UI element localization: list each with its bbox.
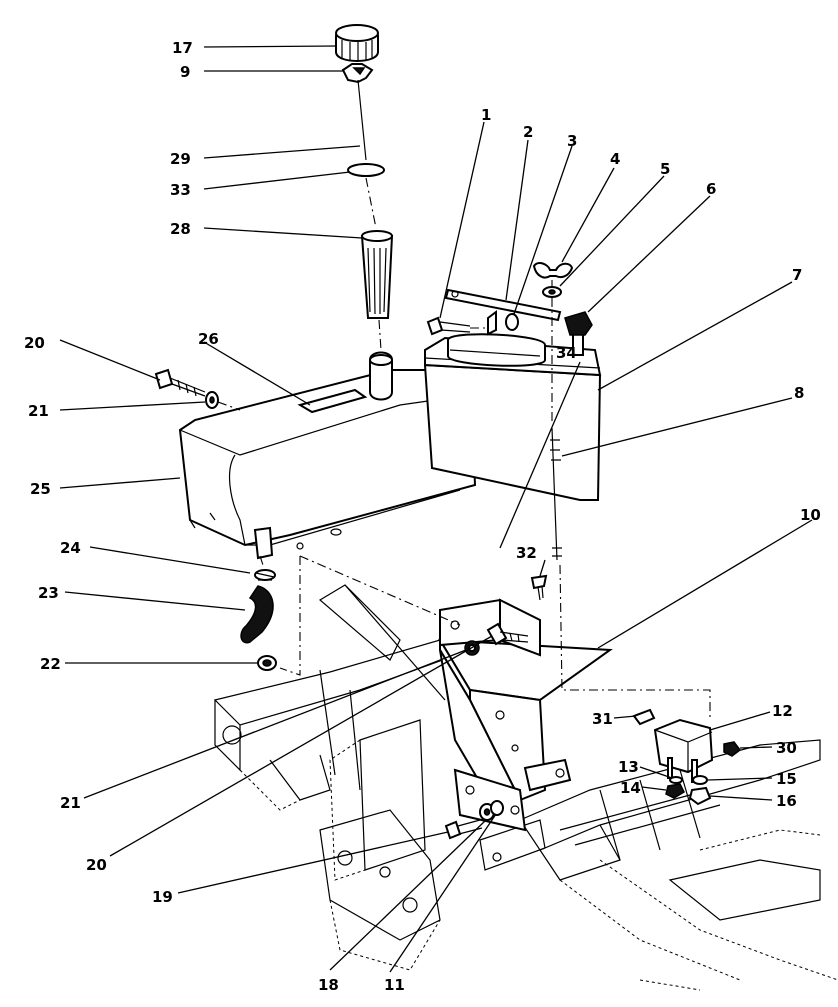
carriage-bolt-19 xyxy=(444,819,483,840)
battery-spacer xyxy=(505,313,519,331)
callout-23: 23 xyxy=(38,584,59,602)
lock-nut-30 xyxy=(723,741,742,757)
hold-down-bar xyxy=(444,288,562,322)
battery-support-bracket xyxy=(438,598,613,832)
centerline-tank-hardware xyxy=(259,555,461,676)
callout-30: 30 xyxy=(776,739,797,757)
callout-17: 17 xyxy=(172,39,193,57)
wing-nut xyxy=(532,262,574,279)
callout-labels: 17 9 29 33 28 1 2 3 4 5 6 7 8 10 20 21 2… xyxy=(24,39,821,994)
fuel-gauge-rod xyxy=(357,79,367,161)
fuel-filter-screen xyxy=(360,230,394,319)
callout-14: 14 xyxy=(620,779,641,797)
callout-32: 32 xyxy=(516,544,537,562)
callout-10: 10 xyxy=(800,506,821,524)
flat-washer xyxy=(542,286,562,298)
callout-9: 9 xyxy=(180,63,190,81)
tank-washer xyxy=(205,391,219,409)
callout-20-top: 20 xyxy=(24,334,45,352)
callout-2: 2 xyxy=(523,123,533,141)
centerline-filler xyxy=(365,177,382,351)
solenoid-bracket xyxy=(632,708,656,726)
battery xyxy=(423,332,602,501)
tank-bolt xyxy=(154,368,206,397)
fuel-cap xyxy=(335,24,379,62)
callout-4: 4 xyxy=(610,150,620,168)
callout-5: 5 xyxy=(660,160,670,178)
nut-16 xyxy=(688,786,712,806)
fuel-line-clamp xyxy=(254,569,276,581)
centerline-battery xyxy=(551,280,711,720)
callout-18: 18 xyxy=(318,976,339,994)
callout-20-bottom: 20 xyxy=(86,856,107,874)
lock-washer-13 xyxy=(669,776,683,784)
lock-washer-15 xyxy=(692,775,708,785)
callout-6: 6 xyxy=(706,180,716,198)
callout-26: 26 xyxy=(198,330,219,348)
carriage-bolt xyxy=(426,316,471,336)
bracket-bolt xyxy=(486,622,529,646)
callout-15: 15 xyxy=(776,770,797,788)
hold-down-rod xyxy=(550,427,562,561)
starter-solenoid xyxy=(653,718,714,783)
callout-29: 29 xyxy=(170,150,191,168)
cap-gasket xyxy=(341,63,374,84)
callout-34: 34 xyxy=(556,344,577,362)
callout-16: 16 xyxy=(776,792,797,810)
hold-down-clip xyxy=(487,310,497,336)
callout-21-top: 21 xyxy=(28,402,49,420)
callout-1: 1 xyxy=(481,106,491,124)
callout-12: 12 xyxy=(772,702,793,720)
battery-terminal-boot xyxy=(564,311,593,336)
callout-19: 19 xyxy=(152,888,173,906)
callout-3: 3 xyxy=(567,132,577,150)
fuel-shutoff-grommet xyxy=(257,655,277,671)
callout-21-bottom: 21 xyxy=(60,794,81,812)
callout-24: 24 xyxy=(60,539,81,557)
callout-22: 22 xyxy=(40,655,61,673)
callout-28: 28 xyxy=(170,220,191,238)
callout-31: 31 xyxy=(592,710,613,728)
callout-13: 13 xyxy=(618,758,639,776)
callout-8: 8 xyxy=(794,384,804,402)
nut-14 xyxy=(665,783,685,799)
centerline-tank-bolt xyxy=(217,401,241,411)
mounting-screw xyxy=(530,574,548,601)
fuel-hose xyxy=(240,585,274,644)
o-ring xyxy=(347,163,385,177)
fuel-tank xyxy=(178,351,477,560)
callout-7: 7 xyxy=(792,266,802,284)
callout-25: 25 xyxy=(30,480,51,498)
callout-11: 11 xyxy=(384,976,405,994)
callout-33: 33 xyxy=(170,181,191,199)
leader-lines xyxy=(59,45,813,973)
lock-nut-11 xyxy=(490,800,504,816)
